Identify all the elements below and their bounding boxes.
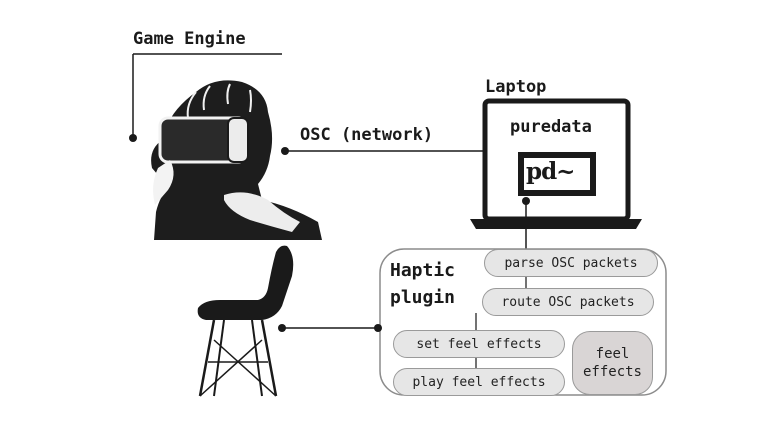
parse-osc-step: parse OSC packets (484, 249, 658, 277)
game-engine-dot (129, 134, 137, 142)
osc-network-label: OSC (network) (300, 125, 434, 145)
feel-effects-store-line2: effects (582, 364, 642, 380)
pd-logo-text: pd~ (526, 158, 575, 185)
plugin-connector-dot (374, 324, 382, 332)
laptop-connector-dot (522, 197, 530, 205)
game-engine-label: Game Engine (133, 29, 246, 49)
puredata-logo (518, 152, 596, 196)
puredata-label: puredata (510, 117, 592, 137)
set-feel-effects-step: set feel effects (393, 330, 565, 358)
haptic-plugin-title-line2: plugin (390, 287, 456, 308)
haptic-plugin-title-line1: Haptic (390, 260, 456, 281)
feel-effects-store: feel effects (572, 331, 653, 395)
route-osc-step: route OSC packets (482, 288, 654, 316)
chair-connector-dot (278, 324, 286, 332)
vr-user-silhouette (151, 80, 322, 240)
laptop-label: Laptop (485, 77, 547, 97)
haptic-chair-icon (197, 245, 294, 397)
feel-effects-store-line1: feel (595, 346, 630, 362)
osc-start-dot (281, 147, 289, 155)
play-feel-effects-step: play feel effects (393, 368, 565, 396)
